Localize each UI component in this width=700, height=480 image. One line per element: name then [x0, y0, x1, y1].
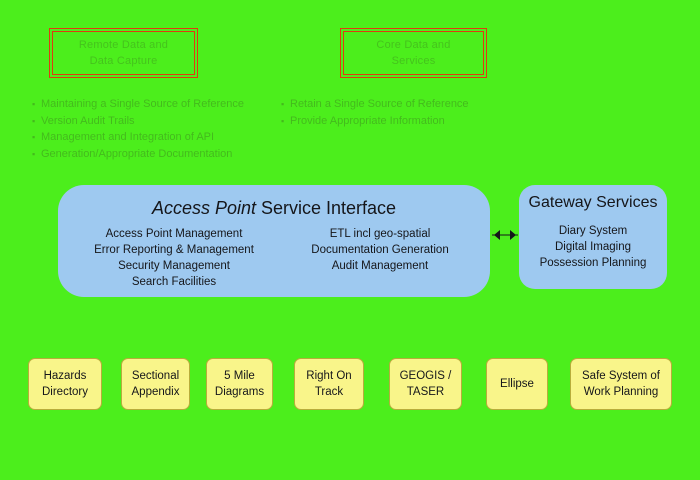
system-box-label: GEOGIS /: [399, 370, 452, 382]
access-point-title-rest: Service Interface: [255, 198, 397, 218]
system-box-right-on-track[interactable]: Right On Track: [294, 358, 364, 410]
gateway-services-list: Diary System Digital Imaging Possession …: [519, 223, 667, 271]
system-box-safe-system-of-work-planning[interactable]: Safe System of Work Planning: [570, 358, 672, 410]
access-point-columns: Access Point Management Error Reporting …: [58, 226, 490, 290]
system-box-label: Diagrams: [214, 386, 265, 398]
system-box-label: Directory: [41, 386, 88, 398]
top-box-remote-data-capture: Remote Data and Data Capture: [49, 28, 198, 78]
list-item: Management and Integration of API: [32, 129, 244, 146]
access-point-column-left: Access Point Management Error Reporting …: [68, 226, 280, 290]
system-box-sectional-appendix[interactable]: Sectional Appendix: [121, 358, 190, 410]
system-box-5-mile-diagrams[interactable]: 5 Mile Diagrams: [206, 358, 273, 410]
top-box-left-line-2: Data Capture: [89, 55, 158, 67]
access-point-service-item: Audit Management: [331, 260, 429, 272]
system-box-label: Right On: [306, 370, 352, 382]
access-point-service-interface-panel: Access Point Service Interface Access Po…: [58, 185, 490, 297]
gateway-service-item: Diary System: [558, 225, 628, 237]
system-box-label: TASER: [406, 386, 445, 398]
system-box-geogis-taser[interactable]: GEOGIS / TASER: [389, 358, 462, 410]
top-box-right-line-1: Core Data and: [376, 39, 451, 51]
system-box-label: Appendix: [131, 386, 180, 398]
system-box-hazards-directory[interactable]: Hazards Directory: [28, 358, 102, 410]
list-item: Provide Appropriate Information: [281, 113, 469, 130]
system-box-label: Track: [314, 386, 344, 398]
top-box-core-data-and-services: Core Data and Services: [340, 28, 487, 78]
gateway-panel-title: Gateway Services: [528, 194, 658, 211]
gateway-service-item: Digital Imaging: [554, 241, 632, 253]
system-box-label: Sectional: [131, 370, 180, 382]
gateway-services-panel: Gateway Services Diary System Digital Im…: [519, 185, 667, 289]
access-point-service-item: Access Point Management: [105, 228, 243, 240]
list-item: Maintaining a Single Source of Reference: [32, 96, 244, 113]
bidirectional-arrow-icon: [492, 230, 518, 240]
access-point-column-right: ETL incl geo-spatial Documentation Gener…: [280, 226, 480, 290]
list-item: Version Audit Trails: [32, 113, 244, 130]
access-point-service-item: Error Reporting & Management: [94, 244, 254, 256]
system-box-label: Hazards: [43, 370, 87, 382]
system-box-label: 5 Mile: [224, 370, 255, 382]
system-box-label: Safe System of: [582, 370, 660, 382]
gateway-service-item: Possession Planning: [539, 257, 647, 269]
list-item: Retain a Single Source of Reference: [281, 96, 469, 113]
top-box-right-line-2: Services: [391, 55, 436, 67]
system-box-label: Ellipse: [500, 378, 534, 390]
access-point-service-item: Documentation Generation: [311, 244, 449, 256]
system-box-label: Work Planning: [583, 386, 659, 398]
bullet-list-right: Retain a Single Source of Reference Prov…: [281, 96, 469, 129]
bullet-list-left: Maintaining a Single Source of Reference…: [32, 96, 244, 162]
list-item: Generation/Appropriate Documentation: [32, 146, 244, 163]
top-box-left-line-1: Remote Data and: [78, 39, 169, 51]
access-point-service-item: ETL incl geo-spatial: [329, 228, 431, 240]
access-point-title-emphasis: Access Point: [151, 198, 256, 218]
access-point-panel-title: Access Point Service Interface: [58, 197, 490, 219]
access-point-service-item: Security Management: [118, 260, 230, 272]
system-box-ellipse[interactable]: Ellipse: [486, 358, 548, 410]
access-point-service-item: Search Facilities: [131, 276, 217, 288]
